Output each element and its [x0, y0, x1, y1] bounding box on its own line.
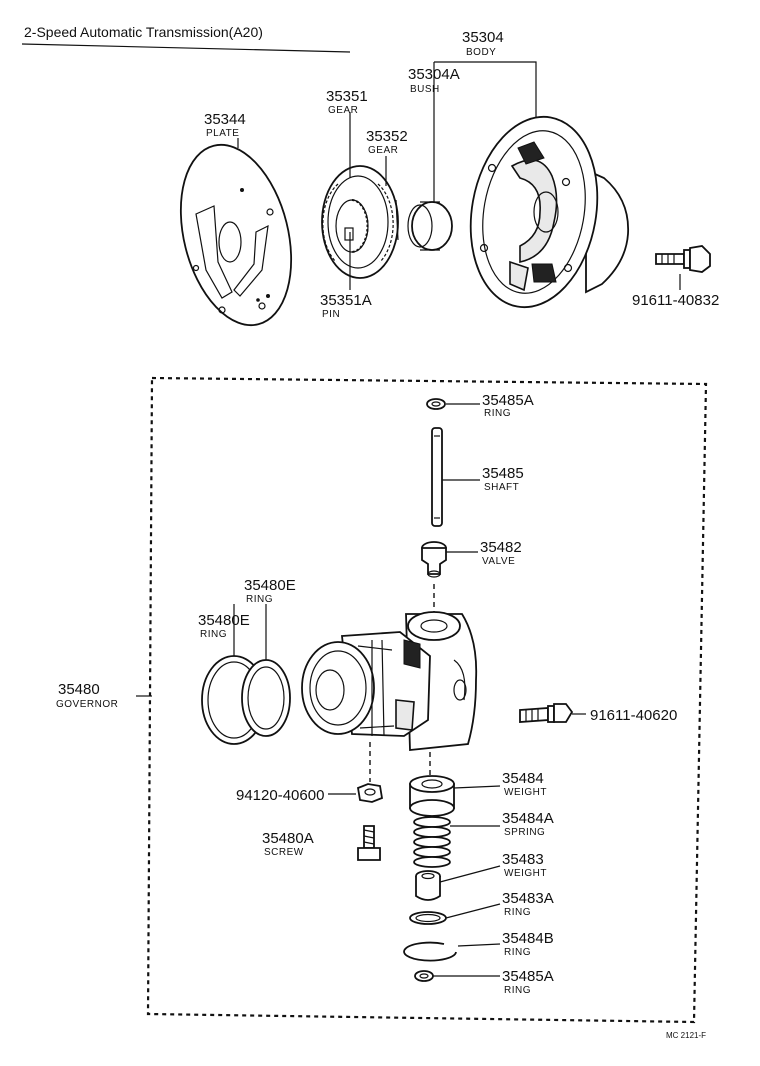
leader-lines	[136, 61, 681, 977]
nut-94120-40600-drawing	[356, 783, 384, 803]
ring-35485a-bottom-drawing	[414, 970, 434, 982]
callout-35483-number: 35483	[502, 851, 544, 868]
callout-35484-number: 35484	[502, 770, 544, 787]
title-underline	[21, 43, 351, 53]
shaft-35485-drawing	[431, 427, 443, 527]
governor-assembly-boundary	[146, 376, 708, 1024]
governor-body-drawing	[301, 611, 478, 751]
callout-94120-40600-number: 94120-40600	[236, 787, 324, 804]
callout-35352-number: 35352	[366, 128, 408, 145]
callout-91611-40832-number: 91611-40832	[632, 292, 719, 309]
diagram-title: 2-Speed Automatic Transmission(A20)	[24, 24, 263, 40]
callout-35344-name: PLATE	[206, 128, 239, 139]
callout-35484a-name: SPRING	[504, 827, 545, 838]
callout-35484-name: WEIGHT	[504, 787, 547, 798]
callout-35485-name: SHAFT	[484, 482, 519, 493]
callout-35485a-top-name: RING	[484, 408, 511, 419]
callout-35304a-number: 35304A	[408, 66, 460, 83]
body-35304-drawing	[469, 115, 629, 309]
callout-35480e-lower-name: RING	[200, 629, 227, 640]
callout-35484a-number: 35484A	[502, 810, 554, 827]
callout-35344-number: 35344	[204, 111, 246, 128]
callout-35480-number: 35480	[58, 681, 100, 698]
bolt-91611-40620-drawing	[519, 703, 574, 723]
callout-35485a-bottom-number: 35485A	[502, 968, 554, 985]
callout-35482-number: 35482	[480, 539, 522, 556]
callout-35351a-number: 35351A	[320, 292, 372, 309]
callout-35352-name: GEAR	[368, 145, 398, 156]
callout-35485-number: 35485	[482, 465, 524, 482]
callout-35483a-name: RING	[504, 907, 531, 918]
callout-35485a-top-number: 35485A	[482, 392, 534, 409]
callout-35304-number: 35304	[462, 29, 504, 46]
valve-35482-drawing	[421, 541, 447, 578]
callout-35483a-number: 35483A	[502, 890, 554, 907]
ring-35483a-drawing	[409, 911, 447, 925]
bush-35304a-drawing	[407, 201, 453, 251]
callout-35480-name: GOVERNOR	[56, 699, 118, 710]
callout-35480e-upper-name: RING	[246, 594, 273, 605]
catalog-code: MC 2121-F	[666, 1031, 706, 1040]
screw-35480a-drawing	[357, 825, 381, 861]
spring-35484a-drawing	[413, 816, 451, 868]
callout-35484b-number: 35484B	[502, 930, 554, 947]
callout-91611-40620-number: 91611-40620	[590, 707, 677, 724]
callout-35480e-upper-number: 35480E	[244, 577, 296, 594]
callout-35482-name: VALVE	[482, 556, 515, 567]
callout-35304a-name: BUSH	[410, 84, 440, 95]
ring-35484b-drawing	[403, 941, 457, 962]
callout-35304-name: BODY	[466, 47, 496, 58]
callout-35480a-number: 35480A	[262, 830, 314, 847]
rings-35480e-drawing	[201, 655, 291, 745]
gears-35351-35352-drawing	[321, 165, 399, 279]
callout-35484b-name: RING	[504, 947, 531, 958]
callout-35351-number: 35351	[326, 88, 368, 105]
plate-35344-drawing	[179, 143, 293, 327]
weight-35484-drawing	[409, 775, 455, 817]
bolt-91611-40832-drawing	[655, 245, 711, 273]
callout-35483-name: WEIGHT	[504, 868, 547, 879]
ring-35485a-top-drawing	[426, 398, 446, 410]
callout-35480a-name: SCREW	[264, 847, 304, 858]
weight-35483-drawing	[415, 870, 441, 901]
callout-35480e-lower-number: 35480E	[198, 612, 250, 629]
callout-35351a-name: PIN	[322, 309, 340, 320]
callout-35485a-bottom-name: RING	[504, 985, 531, 996]
callout-35351-name: GEAR	[328, 105, 358, 116]
